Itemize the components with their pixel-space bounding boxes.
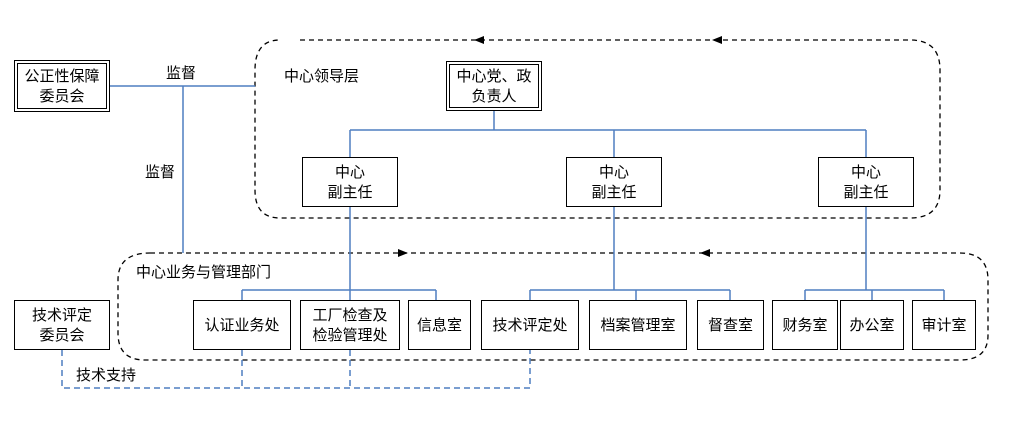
deputy-3-line1: 中心 — [850, 163, 881, 181]
deputy-2-line2: 副主任 — [591, 183, 637, 201]
fairness-committee-line2: 委员会 — [39, 87, 85, 105]
head-line1: 中心党、政 — [456, 67, 532, 85]
head-box: 中心党、政 负责人 — [446, 61, 542, 111]
unit-box-information: 信息室 — [408, 300, 471, 350]
unit-label: 认证业务处 — [204, 316, 280, 334]
unit-label: 信息室 — [416, 316, 462, 334]
unit-box-office: 办公室 — [840, 300, 904, 350]
unit-box-tech-evaluation: 技术评定处 — [481, 300, 579, 350]
deputy-1-line2: 副主任 — [327, 183, 373, 201]
unit-label: 技术评定处 — [492, 316, 568, 334]
unit-box-finance: 财务室 — [772, 300, 838, 350]
unit-box-factory-inspection: 工厂检查及 检验管理处 — [300, 300, 400, 350]
unit-box-certification: 认证业务处 — [193, 300, 291, 350]
leadership-group-outline — [254, 39, 941, 219]
tech-review-committee-line2: 委员会 — [39, 326, 85, 344]
leadership-arrow-right — [474, 36, 484, 44]
deputy-box-2: 中心 副主任 — [566, 157, 662, 207]
unit-box-archives: 档案管理室 — [589, 300, 687, 350]
unit-label: 档案管理室 — [600, 316, 676, 334]
tech-support-label: 技术支持 — [76, 366, 137, 384]
unit-label: 办公室 — [849, 316, 895, 334]
unit-label: 督查室 — [707, 316, 753, 334]
deputy-3-line2: 副主任 — [843, 183, 889, 201]
departments-group-outline — [117, 252, 989, 361]
departments-group-label: 中心业务与管理部门 — [136, 263, 272, 281]
fairness-committee-box: 公正性保障 委员会 — [14, 60, 110, 112]
unit-label: 工厂检查及 — [312, 306, 388, 324]
fairness-committee-line1: 公正性保障 — [24, 67, 100, 85]
tech-review-committee-box: 技术评定 委员会 — [14, 300, 110, 350]
tech-support-line — [61, 350, 531, 389]
supervise-label-top: 监督 — [166, 64, 197, 82]
head-line2: 负责人 — [471, 87, 517, 105]
unit-label: 财务室 — [782, 316, 828, 334]
unit-box-audit: 审计室 — [912, 300, 976, 350]
deputy-1-line1: 中心 — [334, 163, 365, 181]
leadership-arrow-left — [712, 36, 722, 44]
deputy-box-1: 中心 副主任 — [302, 157, 398, 207]
unit-box-inspection: 督查室 — [697, 300, 764, 350]
departments-arrow-left — [700, 249, 710, 257]
tech-review-committee-line1: 技术评定 — [31, 306, 92, 324]
unit-label: 审计室 — [921, 316, 967, 334]
deputy-2-line1: 中心 — [598, 163, 629, 181]
unit-label-2: 检验管理处 — [312, 326, 388, 344]
deputy-box-3: 中心 副主任 — [818, 157, 914, 207]
leadership-group-label: 中心领导层 — [284, 67, 360, 85]
supervise-label-side: 监督 — [145, 163, 176, 181]
departments-arrow-right — [398, 249, 408, 257]
